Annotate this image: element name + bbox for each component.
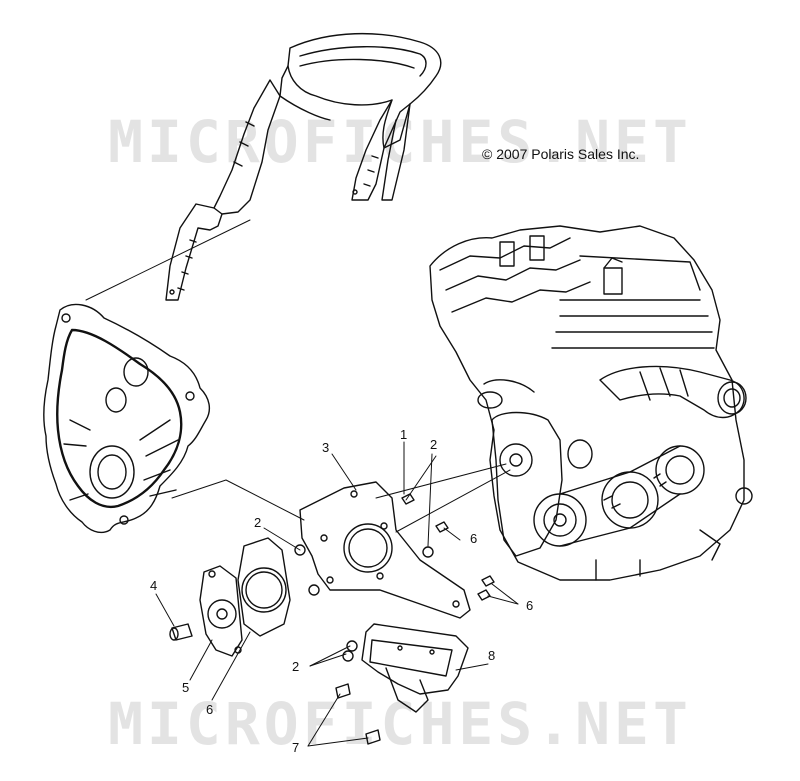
fasteners (169, 493, 495, 745)
callout-2-bottom: 2 (292, 659, 300, 674)
callout-leaders (155, 441, 519, 747)
gasket (237, 537, 291, 637)
frame-bracket (165, 32, 442, 301)
callout-1: 1 (400, 427, 408, 442)
callout-5: 5 (182, 680, 190, 695)
cover-plate (199, 565, 243, 657)
engine (429, 225, 753, 581)
callout-6-lower: 6 (526, 598, 534, 613)
gear-housing (43, 303, 211, 534)
copyright-notice: © 2007 Polaris Sales Inc. (482, 146, 640, 162)
callout-6-gasket: 6 (206, 702, 214, 717)
callout-8: 8 (488, 648, 496, 663)
callout-3: 3 (322, 440, 330, 455)
adapter-plate (299, 481, 471, 619)
callout-6-right: 6 (470, 531, 478, 546)
callout-7: 7 (292, 740, 300, 755)
callout-2-left: 2 (254, 515, 262, 530)
callout-4: 4 (150, 578, 158, 593)
skid-cover (361, 623, 469, 713)
callout-2-top: 2 (430, 437, 438, 452)
